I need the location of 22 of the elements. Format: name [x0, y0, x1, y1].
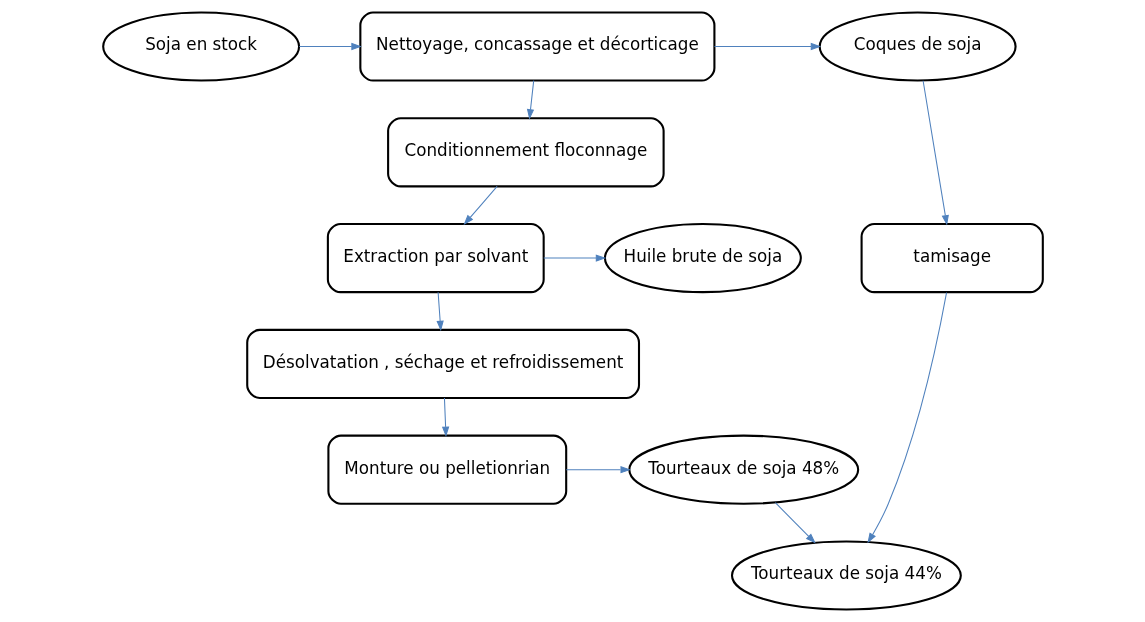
node-box: Extraction par solvant — [326, 223, 545, 294]
node-box: Monture ou pelletionrian — [326, 434, 567, 505]
node-ellipse: Coques de soja — [818, 11, 1017, 82]
arrow — [866, 292, 947, 544]
node-ellipse: Tourteaux de soja 44% — [730, 540, 962, 611]
arrow — [526, 80, 534, 120]
arrow — [298, 42, 362, 51]
node-ellipse: Soja en stock — [101, 11, 300, 82]
arrow — [922, 80, 949, 226]
arrow — [774, 502, 816, 544]
node-box: tamisage — [860, 223, 1044, 294]
node-box: Désolvatation , séchage et refroidissement — [245, 328, 640, 399]
node-box: Nettoyage, concassage et décorticage — [358, 11, 715, 82]
node-ellipse: Tourteaux de soja 48% — [627, 434, 859, 505]
arrow — [542, 254, 606, 262]
arrow — [441, 397, 449, 438]
arrow — [463, 185, 498, 226]
arrow — [713, 42, 821, 51]
arrow — [435, 291, 444, 332]
arrow — [565, 466, 631, 474]
node-ellipse: Huile brute de soja — [603, 223, 802, 294]
node-box: Conditionnement floconnage — [386, 117, 665, 188]
